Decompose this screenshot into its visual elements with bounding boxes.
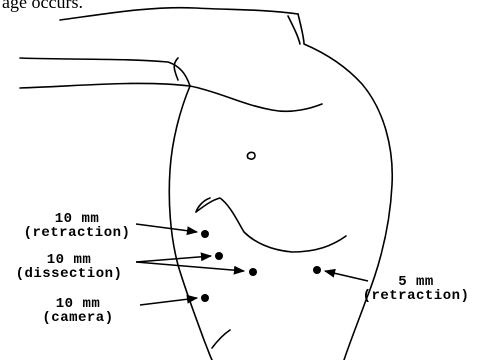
arm-outline-lower [20,58,190,86]
port-dot-retraction-10mm [201,230,209,238]
arm-crease [174,58,178,80]
underarm [20,83,322,111]
label-camera-size: 10 mm [30,297,126,311]
shoulder-outline [298,14,392,360]
label-retraction-5mm-purpose: (retraction) [354,289,478,303]
port-dot-dissection-lower [249,268,257,276]
arrow-dissection-upper [136,256,211,262]
label-dissection-purpose: (dissection) [6,267,132,281]
label-retraction-10mm-size: 10 mm [16,212,138,226]
label-camera: 10 mm (camera) [30,297,126,325]
label-retraction-5mm-size: 5 mm [354,275,478,289]
label-camera-purpose: (camera) [30,311,126,325]
lower-abdomen-line [212,330,230,348]
label-retraction-5mm: 5 mm (retraction) [354,275,478,303]
label-dissection-size: 10 mm [6,253,132,267]
neck-line [288,16,300,44]
costal-margin [196,198,346,252]
label-dissection: 10 mm (dissection) [6,253,132,281]
port-dot-retraction-5mm [313,266,321,274]
port-dot-camera [201,294,209,302]
arm-outline-upper [60,8,298,20]
label-retraction-10mm: 10 mm (retraction) [16,212,138,240]
chest-outline [169,86,212,360]
label-retraction-10mm-purpose: (retraction) [16,226,138,240]
arrow-camera [140,298,197,305]
port-dot-dissection-upper [215,252,223,260]
arrow-retraction-10mm [136,224,197,232]
arrow-dissection-lower [136,262,244,271]
nipple [247,152,255,159]
